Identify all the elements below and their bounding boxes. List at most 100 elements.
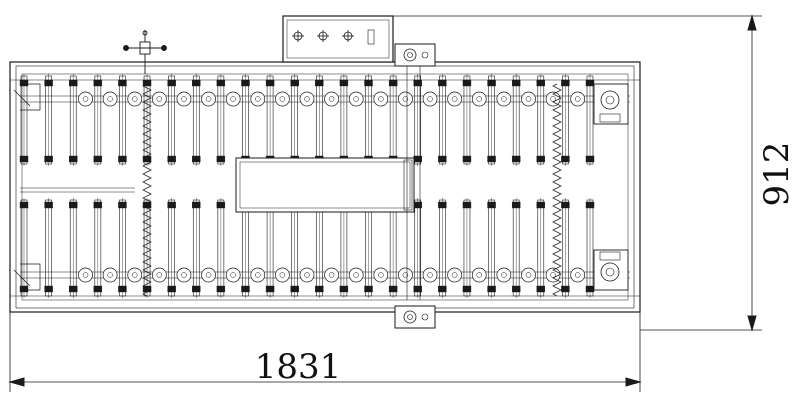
height-dimension: [393, 14, 762, 332]
sprocket: [201, 91, 216, 107]
roller: [438, 198, 447, 298]
roller: [265, 74, 275, 166]
height-dimension-label: 912: [757, 142, 794, 207]
roller: [93, 198, 103, 298]
sprocket: [496, 91, 512, 107]
roller: [413, 74, 422, 166]
roller: [69, 74, 78, 166]
sprocket: [496, 267, 512, 283]
sprocket: [299, 91, 315, 107]
sprocket: [299, 267, 315, 283]
roller: [413, 198, 422, 298]
roller: [44, 198, 53, 298]
sprocket: [373, 267, 389, 283]
roller: [69, 198, 78, 298]
sprocket: [275, 267, 290, 283]
roller: [536, 198, 545, 298]
control-box-crosshair-icon: [317, 30, 329, 42]
roller: [585, 198, 595, 298]
roller: [511, 74, 521, 166]
sprocket: [398, 267, 413, 283]
roller: [388, 74, 398, 166]
roller: [216, 198, 226, 298]
handwheel-icon: [123, 30, 167, 74]
width-dimension-label: 1831: [255, 347, 342, 387]
sprocket: [102, 91, 118, 107]
sprocket: [127, 91, 143, 107]
sprocket: [151, 267, 167, 283]
sprocket: [275, 91, 290, 107]
sprocket: [348, 267, 364, 283]
sprocket: [151, 91, 167, 107]
roller: [290, 198, 299, 298]
roller: [167, 198, 176, 298]
sprocket: [176, 267, 192, 283]
sprocket: [250, 91, 266, 107]
roller: [339, 198, 349, 298]
sprocket: [521, 91, 536, 107]
sprocket: [447, 267, 463, 283]
control-box-crosshair-icon: [292, 30, 304, 42]
roller: [315, 74, 324, 166]
roller: [585, 74, 595, 166]
sprocket: [471, 267, 487, 283]
sprocket: [422, 91, 438, 107]
sprocket: [422, 267, 438, 283]
roller: [388, 198, 398, 298]
roller: [487, 74, 496, 166]
sprocket: [176, 91, 192, 107]
top-motor-mount: [394, 43, 436, 300]
roller: [364, 198, 373, 298]
roller: [93, 74, 103, 166]
roller: [19, 198, 29, 298]
roller: [192, 198, 201, 298]
roller: [511, 198, 521, 298]
roller: [536, 74, 545, 166]
control-box-crosshair-icon: [342, 30, 354, 42]
right-bearing-top: [593, 83, 629, 125]
roller: [192, 74, 201, 166]
sprocket: [127, 267, 143, 283]
sprocket: [78, 91, 93, 107]
roller: [561, 198, 570, 298]
roller: [462, 74, 472, 166]
left-end-brackets: [13, 83, 41, 291]
sprocket: [201, 267, 216, 283]
right-bearing-bottom: [593, 249, 629, 291]
sprocket: [570, 91, 586, 107]
sprocket: [471, 91, 487, 107]
sprocket: [570, 267, 586, 283]
sprocket: [348, 91, 364, 107]
right-drive-spring: [552, 83, 562, 297]
roller: [241, 198, 250, 298]
sprocket: [398, 91, 413, 107]
roller: [290, 74, 299, 166]
width-dimension: [8, 312, 642, 392]
sprocket: [102, 267, 118, 283]
bottom-motor-mount: [394, 305, 436, 329]
roller: [462, 198, 472, 298]
left-drive-spring: [142, 83, 152, 297]
roller: [241, 74, 250, 166]
roller: [265, 198, 275, 298]
roller: [364, 74, 373, 166]
sprocket: [324, 91, 339, 107]
roller: [19, 74, 29, 166]
roller: [118, 74, 127, 166]
sprocket: [250, 267, 266, 283]
sprocket: [225, 91, 241, 107]
center-transfer-window: [235, 157, 415, 213]
roller: [438, 74, 447, 166]
roller: [315, 198, 324, 298]
roller: [167, 74, 176, 166]
roller: [216, 74, 226, 166]
control-box: [282, 15, 394, 63]
sprocket: [225, 267, 241, 283]
sprocket: [521, 267, 536, 283]
roller: [561, 74, 570, 166]
sprocket: [373, 91, 389, 107]
sprocket: [324, 267, 339, 283]
sprocket-group: [78, 91, 586, 283]
roller: [487, 198, 496, 298]
